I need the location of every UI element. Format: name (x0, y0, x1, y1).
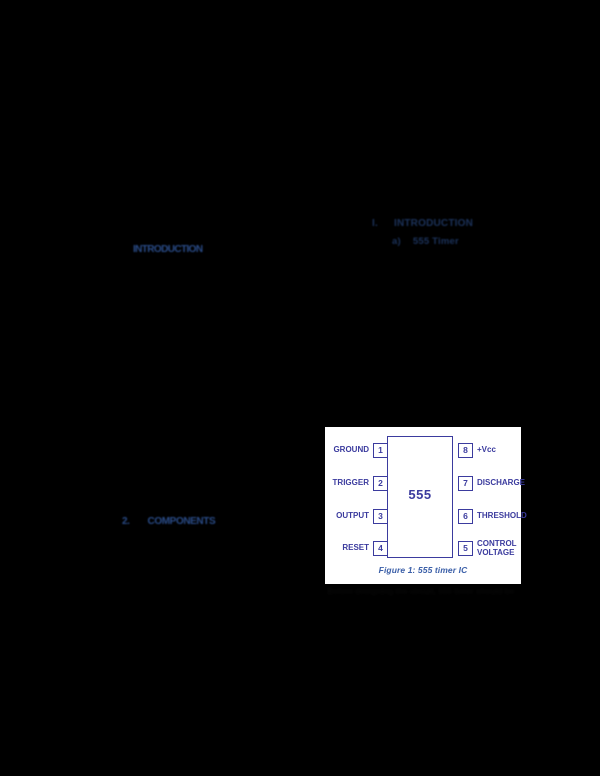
figure-caption: Figure 1: 555 timer IC (378, 565, 468, 575)
pin-7-label: DISCHARGE (477, 478, 526, 487)
pin-7-box: 7 (458, 476, 473, 491)
left-section-number: 2. (122, 516, 130, 527)
pin-2-box: 2 (373, 476, 388, 491)
pin-5-box: 5 (458, 541, 473, 556)
right-column-subitem: a) 555 Timer (392, 236, 459, 247)
ic-diagram: 555 1 GROUND 2 TRIGGER 3 OUTPUT 4 RESET … (325, 427, 527, 563)
pin-2-label: TRIGGER (332, 478, 369, 487)
pin-6-box: 6 (458, 509, 473, 524)
right-subitem-marker: a) (392, 236, 401, 247)
pin-4-label: RESET (342, 543, 369, 552)
left-section-components: 2. COMPONENTS (122, 516, 216, 527)
left-section-text: COMPONENTS (147, 516, 216, 527)
ic-chip-label: 555 (408, 487, 432, 502)
pin-1-label: GROUND (333, 445, 369, 454)
pin-3-label: OUTPUT (336, 511, 369, 520)
right-heading-text: INTRODUCTION (393, 218, 474, 229)
ic-body-rectangle (387, 436, 453, 558)
pin-4-box: 4 (373, 541, 388, 556)
pin-3-box: 3 (373, 509, 388, 524)
pin-6-label: THRESHOLD (477, 511, 527, 520)
pin-5-label: CONTROL VOLTAGE (477, 539, 517, 557)
pin-8-label: +Vcc (477, 445, 496, 454)
pin-8-box: 8 (458, 443, 473, 458)
pin-1-box: 1 (373, 443, 388, 458)
body-text-below-figure: Before designing the circuit, 555 timer … (327, 586, 515, 596)
left-section-introduction: INTRODUCTION (133, 244, 203, 255)
figure-555-timer: 555 1 GROUND 2 TRIGGER 3 OUTPUT 4 RESET … (325, 427, 527, 584)
right-subitem-text: 555 Timer (412, 236, 459, 247)
right-heading-number: I. (372, 218, 378, 229)
right-column-heading: I. INTRODUCTION (372, 218, 473, 229)
